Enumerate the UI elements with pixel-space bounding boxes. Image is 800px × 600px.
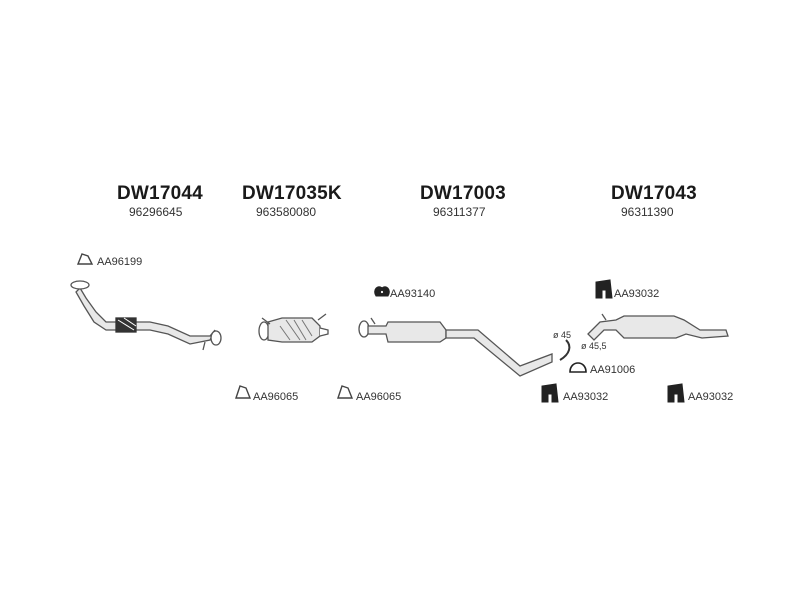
- part-label-gasket-cat-left: AA96065: [253, 391, 299, 403]
- group-code-rear-silencer: 96311390: [621, 205, 674, 219]
- part-label-mount-rear-right: AA93032: [688, 391, 734, 403]
- group-code-middle-silencer: 96311377: [433, 205, 486, 219]
- part-label-mount-rear-top: AA93032: [614, 288, 660, 300]
- clamp-part: [559, 339, 571, 361]
- catalytic-converter: [258, 313, 329, 343]
- part-label-mount-rear-left: AA93032: [563, 391, 609, 403]
- part-label-clamp: AA91006: [590, 364, 636, 376]
- group-title-front-pipe: DW17044: [117, 183, 203, 204]
- group-code-front-pipe: 96296645: [129, 205, 183, 219]
- group-code-catalytic-converter: 963580080: [256, 205, 317, 219]
- gasket-icons: [76, 253, 354, 399]
- dimension-label-left: ø 45: [553, 330, 572, 340]
- group-title-middle-silencer: DW17003: [420, 183, 506, 204]
- middle-silencer: [358, 317, 553, 377]
- part-label-gasket-cat-right: AA96065: [356, 391, 402, 403]
- dimension-label-right: ø 45,5: [581, 341, 607, 351]
- front-pipe: [70, 280, 222, 351]
- rear-silencer: [587, 313, 729, 341]
- group-title-catalytic-converter: DW17035K: [242, 183, 342, 204]
- part-label-gasket-top: AA96199: [97, 256, 143, 268]
- rubber-mount-icons: [374, 279, 685, 403]
- group-title-rear-silencer: DW17043: [611, 183, 697, 204]
- part-label-mount-mid: AA93140: [390, 288, 436, 300]
